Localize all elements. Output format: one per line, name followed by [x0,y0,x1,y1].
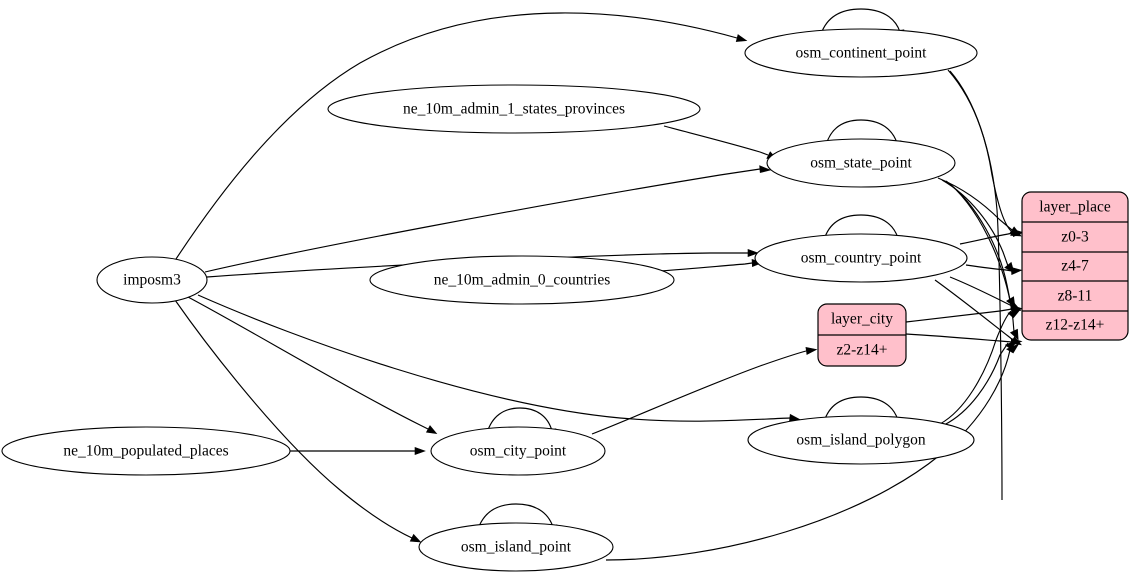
edge-imposm3-to-osm_island_point [174,299,422,543]
edge-layer_city-to-layer_place-z12-z14 [905,333,1023,347]
edge-osm_island_polygon-to-layer_place-z8-11 [939,308,1022,425]
node-imposm3[interactable]: imposm3 [96,256,208,304]
node-osm_city_point[interactable]: osm_city_point [430,426,606,476]
edge-osm_country_point-to-layer_place-z0-3 [959,228,1025,245]
edge-osm_city_point-to-layer_city [591,347,818,435]
edge-osm_country_point-to-layer_place-z8-11 [949,276,1022,312]
edge-osm_country_point-to-layer_place-z4-7 [965,264,1023,276]
edge-imposm3-to-osm_city_point [187,296,438,435]
node-osm_island_polygon[interactable]: osm_island_polygon [747,415,975,465]
edge-imposm3-to-osm_island_polygon [197,294,801,422]
record-layer_place[interactable]: layer_place z0-3 z4-7 z8-11 z12-z14+ [1021,191,1129,341]
edge-ne_countries-to-osm_country_point [659,258,764,272]
edge-osm_island_point-to-layer_place-z12-z14 [605,343,1020,561]
edge-osm_state_point-to-layer_place-z0-3 [937,177,1022,236]
edge-imposm3-to-osm_state_point [204,165,772,273]
node-osm_state_point[interactable]: osm_state_point [766,138,956,188]
node-ne_10m_populated_places[interactable]: ne_10m_populated_places [1,426,291,476]
node-osm_country_point[interactable]: osm_country_point [754,233,968,283]
edge-ne_populated-to-osm_city_point [290,446,426,456]
node-osm_continent_point[interactable]: osm_continent_point [744,28,978,78]
edge-ne_states-to-osm_state_point [663,125,778,160]
edge-osm_state_point-to-layer_place-z8-11 [945,180,1016,308]
node-layer: imposm3 ne_10m_admin_1_states_provinces … [1,28,978,572]
node-osm_island_point[interactable]: osm_island_point [418,522,614,572]
record-layer_city[interactable]: layer_city z2-z14+ [817,303,907,367]
node-ne_10m_admin_1_states_provinces[interactable]: ne_10m_admin_1_states_provinces [327,84,701,134]
node-ne_10m_admin_0_countries[interactable]: ne_10m_admin_0_countries [369,255,675,305]
edge-imposm3-to-osm_continent_point [175,12,748,260]
edge-osm_island_polygon-to-layer_place-z12-z14 [943,339,1019,426]
edge-layer [174,8,1025,561]
